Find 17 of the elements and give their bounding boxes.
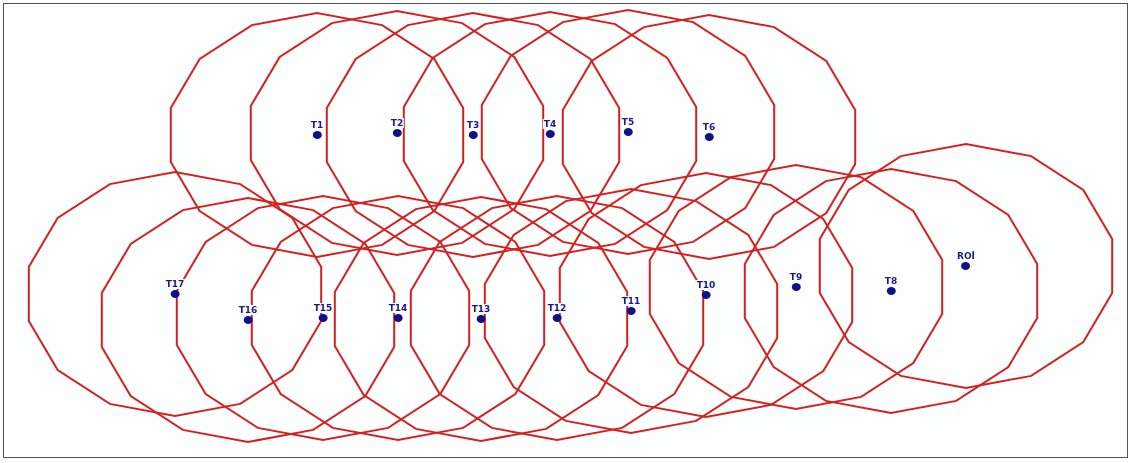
point-label: T17 (164, 279, 186, 289)
point-label: T10 (695, 280, 717, 290)
point-label: T13 (470, 304, 492, 314)
point-label: T9 (788, 272, 804, 282)
point-label: ROİ (956, 251, 976, 261)
point-label: T6 (701, 122, 717, 132)
point-label: T4 (542, 119, 558, 129)
point-label: T12 (546, 303, 568, 313)
point-label: T1 (309, 120, 325, 130)
point-label: T15 (312, 303, 334, 313)
point-label: T2 (389, 118, 405, 128)
point-label: T14 (387, 303, 409, 313)
point-label: T16 (237, 305, 259, 315)
point-label: T5 (620, 117, 636, 127)
point-label: T11 (620, 296, 642, 306)
point-label: T3 (465, 120, 481, 130)
point-label: T8 (883, 276, 899, 286)
